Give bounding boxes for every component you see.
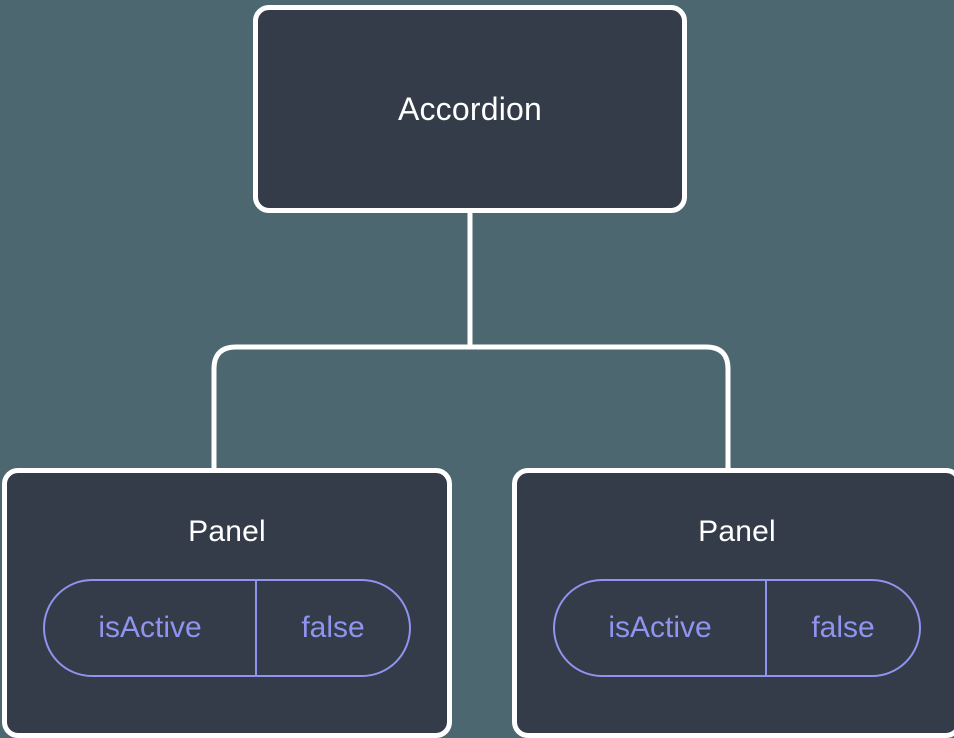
state-value: false <box>301 611 365 644</box>
state-key: isActive <box>45 581 257 675</box>
node-title: Accordion <box>397 91 543 127</box>
tree-node-accordion[interactable]: Accordion <box>253 5 687 213</box>
tree-node-panel-1[interactable]: Panel isActive false <box>512 468 954 738</box>
state-value: false <box>811 611 875 644</box>
state-key: isActive <box>555 581 767 675</box>
tree-node-panel-0[interactable]: Panel isActive false <box>2 468 452 738</box>
state-badge[interactable]: isActive false <box>43 579 411 677</box>
state-badge[interactable]: isActive false <box>553 579 921 677</box>
node-title: Panel <box>698 515 776 548</box>
edge-branch-bus <box>211 344 731 472</box>
node-title: Panel <box>188 515 266 548</box>
